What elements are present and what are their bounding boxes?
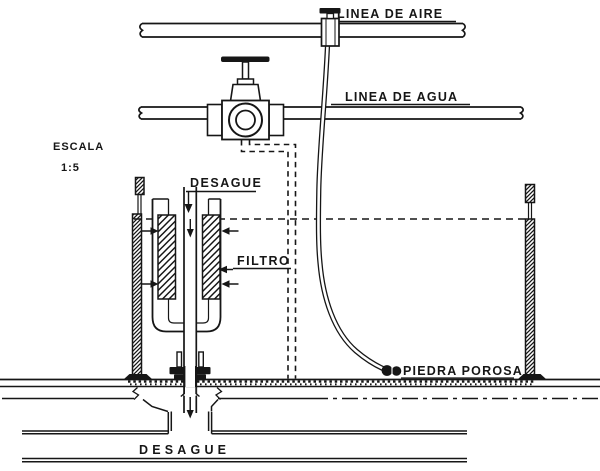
- porous-stone: [381, 365, 402, 377]
- drain-label-bottom: DESAGUE: [139, 443, 230, 457]
- pipe-break-icon: [461, 22, 466, 38]
- air-line-label: LINEA DE AIRE: [337, 7, 443, 21]
- filter-flow-arrows: [141, 227, 239, 288]
- valve-flange-left: [206, 103, 223, 137]
- fitting-screw-stem: [326, 12, 335, 20]
- pipe-break-icon: [138, 106, 144, 120]
- tank-left-wall: [131, 213, 143, 379]
- valve-port-bore: [235, 109, 256, 131]
- tank-right-wall: [524, 218, 536, 379]
- bench-foot-left: [124, 374, 152, 379]
- valve-handle: [221, 56, 270, 62]
- tank-walls: [131, 176, 536, 379]
- filter-leader-arrow: [218, 265, 291, 274]
- water-valve: [206, 56, 285, 141]
- porous-stone-label: PIEDRA POROSA: [403, 364, 523, 378]
- fitting-screw-handle: [319, 8, 341, 14]
- underbench-edge: [2, 397, 600, 413]
- wall-clamp-left: [134, 176, 145, 196]
- wall-neck-left: [137, 194, 142, 214]
- water-line-pipe: [138, 106, 524, 120]
- filter-label: FILTRO: [237, 254, 290, 268]
- valve-collar: [236, 78, 255, 86]
- break-mark-icon: [214, 387, 223, 400]
- filter-element-left: [157, 214, 177, 300]
- valve-stem: [241, 61, 250, 80]
- riser-inlet-fitting: [319, 8, 341, 47]
- break-mark-icon: [131, 387, 140, 400]
- wall-neck-right: [527, 202, 533, 219]
- valve-flange-right: [268, 103, 285, 137]
- scale-label: ESCALA: [53, 141, 104, 153]
- wall-clamp-right: [524, 183, 536, 204]
- scale-value: 1:5: [61, 162, 80, 174]
- air-line-pipe: [139, 22, 466, 38]
- drain-leader-arrow: [184, 190, 256, 238]
- pipe-break-icon: [518, 106, 524, 120]
- valve-bonnet: [229, 83, 262, 102]
- drain-outlet: [131, 387, 223, 419]
- water-line-label: LINEA DE AGUA: [345, 90, 458, 104]
- drain-gutter: [22, 411, 467, 463]
- air-riser-tube: [315, 45, 386, 372]
- drain-flow-arrowhead: [186, 229, 194, 238]
- bench-surface: [0, 378, 600, 388]
- bench-foot-right: [518, 374, 546, 379]
- supply-pipe-dashed: [240, 140, 297, 379]
- bulkhead-fitting: [169, 351, 211, 387]
- pipe-break-icon: [139, 22, 144, 38]
- filter-element-right: [201, 214, 221, 300]
- drain-label-top: DESAGUE: [190, 176, 262, 190]
